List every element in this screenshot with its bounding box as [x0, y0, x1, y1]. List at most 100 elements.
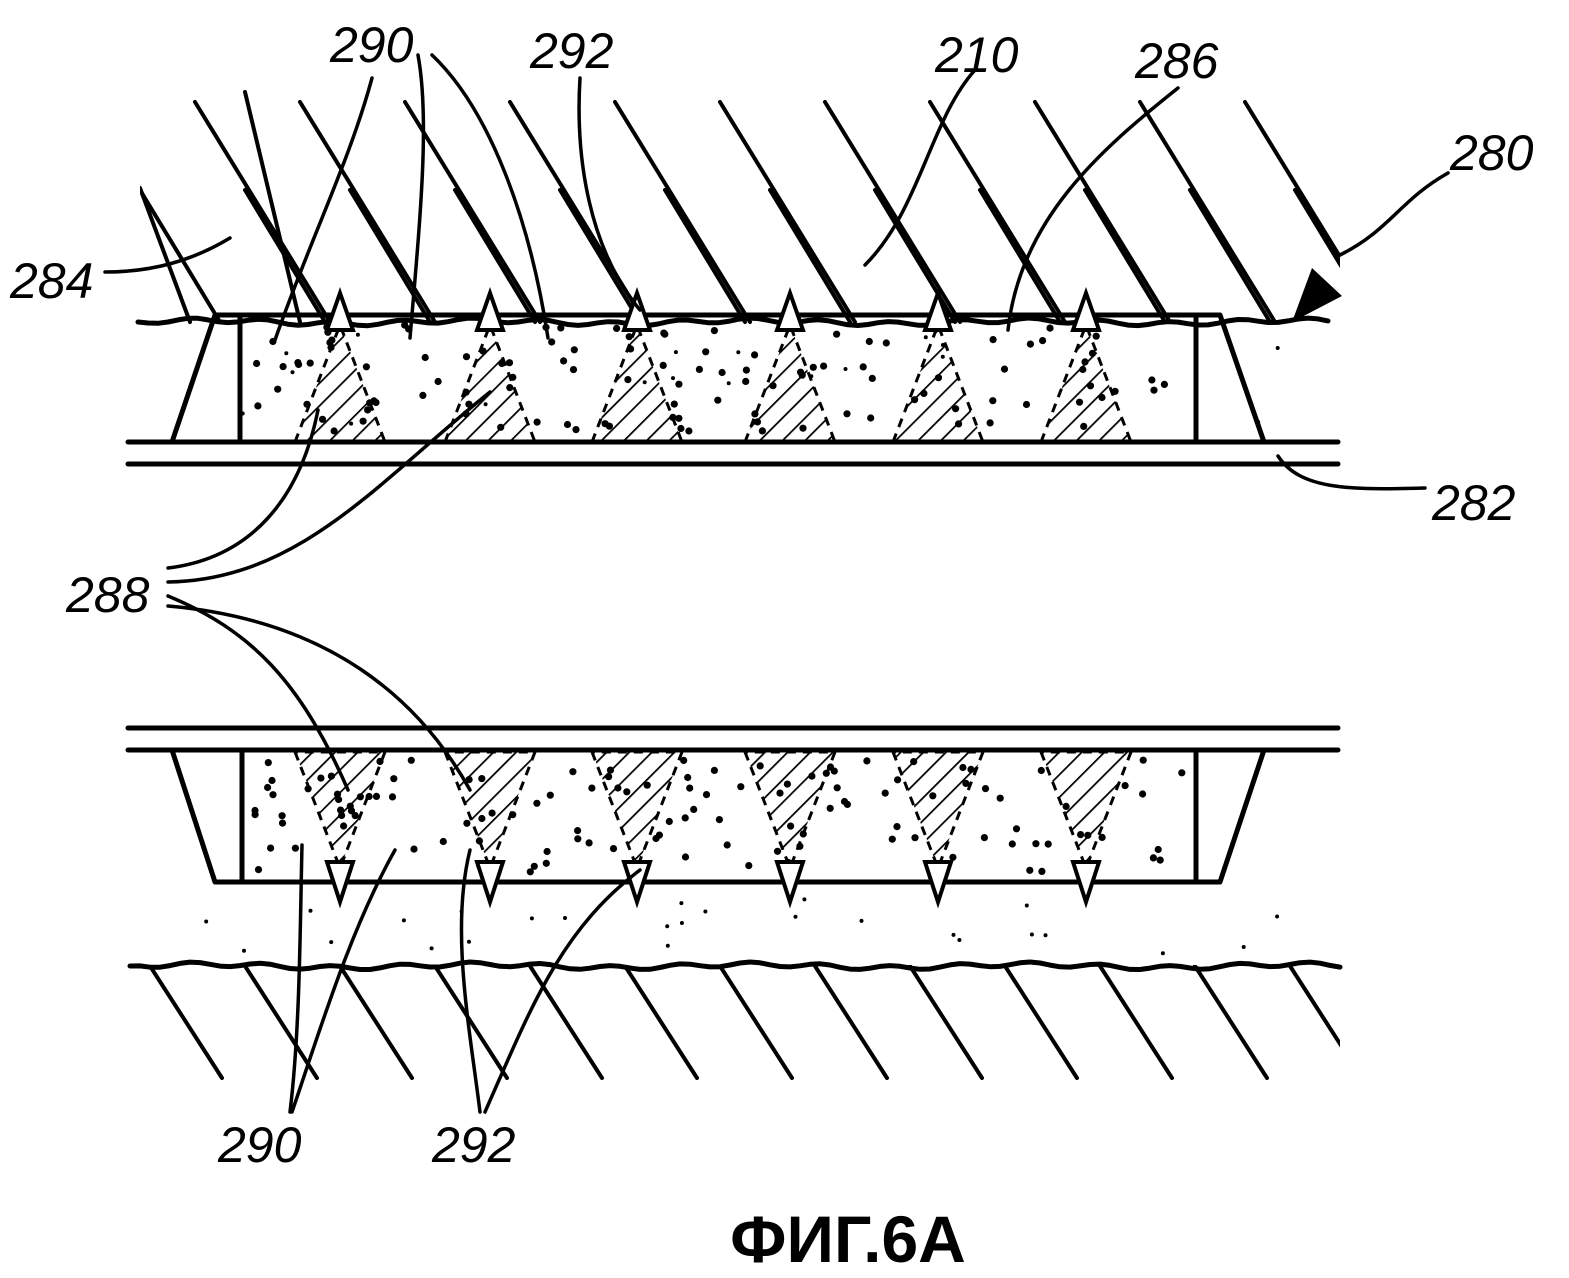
formation-hatch-line [1288, 965, 1340, 1048]
formation-hatch-line [613, 100, 752, 324]
stipple-dot [949, 853, 957, 861]
hatched-element [1038, 320, 1134, 444]
label-286: 286 [1134, 33, 1219, 89]
formation-hatch-line [1003, 965, 1079, 1080]
stipple-dot [543, 847, 551, 856]
stipple-dot [1178, 769, 1186, 777]
stipple-dot [574, 827, 582, 835]
formation-hatch-line [243, 90, 302, 324]
stipple-dot [686, 784, 694, 792]
packing-body-bottom [169, 747, 1267, 885]
arrowhead-up [474, 286, 506, 332]
stipple-dot [588, 784, 596, 792]
formation-hatch-line [338, 965, 414, 1080]
formation-hatch-line [193, 100, 332, 324]
stipple-dot [989, 397, 997, 405]
stipple-dot [1046, 324, 1054, 332]
stipple-dot [1008, 840, 1016, 848]
stipple-dot [715, 816, 724, 824]
stipple-dot [434, 377, 442, 386]
stipple-dot [714, 396, 722, 404]
stipple-dot [290, 370, 295, 375]
formation-hatch-line [403, 100, 542, 324]
stipple-dot [894, 776, 902, 784]
stipple-dot [670, 400, 678, 408]
arrowhead-up [922, 286, 954, 332]
formation-hatch-line [823, 100, 962, 324]
stipple-dot [401, 321, 409, 329]
stipple-dot [563, 420, 572, 429]
arrowhead-up [324, 286, 356, 332]
formation-hatch-line [1243, 100, 1340, 261]
label-290-top: 290 [329, 17, 414, 73]
stipple-dot [923, 335, 928, 340]
stipple-dot [833, 330, 841, 338]
stipple-dot [1160, 380, 1168, 388]
stipple-dot [467, 939, 471, 944]
formation-hatch-line [978, 188, 1062, 324]
label-280: 280 [1449, 125, 1534, 181]
base-pipe-bottom [125, 725, 1341, 753]
stipple-dot [996, 794, 1004, 802]
stipple-dot [911, 834, 919, 842]
stipple-dot [685, 427, 693, 435]
formation-hatch-line [768, 188, 852, 324]
stipple-dot [572, 426, 580, 434]
stipple-dot [1148, 376, 1156, 384]
stipple-dot [1241, 945, 1246, 949]
stipple-dot [284, 351, 289, 356]
stipple-dot [609, 845, 618, 853]
stipple-dot [659, 361, 667, 369]
stipple-dot [673, 350, 678, 355]
stipple-dot [264, 759, 272, 767]
hatched-element [589, 320, 685, 444]
stipple-dot [820, 362, 828, 370]
stipple-dot [1092, 332, 1100, 340]
label-282: 282 [1431, 475, 1516, 531]
stipple-dot [690, 805, 698, 814]
stipple-dot [279, 363, 287, 371]
stipple-dot [533, 799, 541, 807]
stipple-dot [429, 946, 434, 951]
arrowhead-down [1070, 860, 1102, 909]
stipple-dot [1154, 845, 1162, 854]
stipple-dot [826, 804, 834, 812]
stipple-dot [773, 847, 782, 855]
stipple-dot [291, 844, 299, 852]
stipple-dot [625, 333, 633, 341]
stipple-dot [981, 785, 990, 793]
formation-hatch-line [1138, 100, 1277, 324]
formation-hatch-line [140, 186, 192, 324]
stipple-dot [1022, 400, 1031, 409]
stipple-dot [1139, 790, 1147, 798]
arrow-280 [1292, 268, 1342, 322]
formation-hatch-line [1193, 965, 1269, 1080]
stipple-dot [463, 819, 471, 827]
stipple-dot [710, 327, 719, 335]
stipple-dot [1000, 365, 1009, 373]
flow-elements-bottom [292, 750, 1134, 909]
formation-hatch-line [928, 100, 1067, 324]
stipple-dot [1275, 346, 1280, 350]
stipple-dot [843, 367, 848, 371]
stipple-dot [569, 768, 577, 776]
formation-hatch-line [908, 965, 984, 1080]
label-290-bottom: 290 [217, 1117, 302, 1173]
stipple-dot [888, 835, 896, 843]
label-292-bottom: 292 [431, 1117, 516, 1173]
hatched-element [292, 750, 388, 873]
hatched-element [890, 750, 986, 873]
stipple-dot [570, 346, 578, 354]
stipple-dot [505, 359, 514, 367]
formation-hatch-line [1083, 188, 1167, 324]
hatched-element [292, 320, 388, 444]
stipple-dot [407, 756, 415, 764]
formation-hatch-line [663, 188, 747, 324]
stipple-dot [1029, 932, 1034, 937]
stipple-dot [893, 823, 901, 831]
stipple-dot [1026, 340, 1034, 348]
hatched-element [442, 750, 538, 873]
arrowhead-down [922, 860, 954, 909]
leader-lines [103, 53, 1450, 1114]
